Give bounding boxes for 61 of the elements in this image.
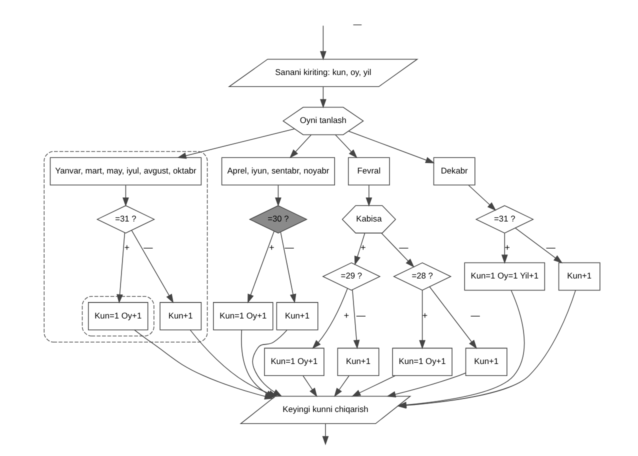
- edge-label: —: [356, 310, 366, 321]
- node-box: Kun+1: [558, 262, 600, 291]
- arrow: [501, 232, 508, 264]
- arrow: [322, 423, 329, 446]
- node-box: Aprel, iyun, sentabr, noyabr: [221, 157, 335, 186]
- edge-label: —: [399, 242, 408, 252]
- arrow: [381, 232, 414, 268]
- arrow: [302, 376, 318, 398]
- node-box: Kun=1 Oy+1: [88, 302, 148, 330]
- arrow: [248, 231, 274, 304]
- arrow: [351, 375, 396, 397]
- arrow: [334, 376, 350, 398]
- arrow: [116, 232, 126, 304]
- arrow: [320, 86, 326, 108]
- arrow: [122, 184, 129, 207]
- edge-label: +: [504, 242, 510, 252]
- node-box: Fevral: [348, 157, 390, 186]
- arrow: [320, 25, 326, 60]
- arrow: [354, 232, 366, 266]
- arrow: [177, 128, 295, 159]
- node-box: Kun=1 Oy+1: [392, 348, 452, 376]
- cluster: [82, 296, 154, 336]
- arrow: [312, 288, 348, 349]
- node-box: Kun=1 Oy=1 Yil+1: [464, 262, 546, 291]
- node-box: Kun+1: [160, 302, 202, 330]
- arrow: [386, 372, 466, 398]
- node-diamond: =30 ?: [248, 205, 308, 234]
- node-box: Yanvar, mart, may, iyul, avgust, oktabr: [50, 157, 202, 186]
- arrow: [429, 286, 478, 349]
- node-diamond: =28 ?: [392, 262, 452, 291]
- arrow: [241, 330, 275, 398]
- arrow: [352, 290, 360, 350]
- node-diamond: =31 ?: [96, 205, 156, 234]
- edge-label: +: [344, 310, 350, 321]
- arrow: [290, 134, 312, 158]
- node-box: Kun+1: [465, 348, 508, 376]
- node-box: Kun+1: [276, 302, 318, 330]
- node-box: Kun=1 Oy+1: [213, 302, 274, 330]
- arrow: [131, 230, 174, 304]
- arrow: [514, 228, 563, 264]
- arrow: [419, 290, 426, 350]
- edge-label: —: [284, 242, 294, 252]
- edge-label: +: [360, 242, 366, 252]
- edge-label: +: [422, 310, 428, 321]
- arrow: [366, 184, 372, 207]
- arrow: [335, 134, 358, 158]
- edge-label: —: [546, 242, 556, 252]
- label: —: [353, 19, 362, 30]
- arrow: [280, 232, 296, 304]
- arrow: [468, 184, 496, 211]
- node-box: Kun=1 Oy+1: [264, 348, 324, 376]
- node-diamond: =31 ?: [475, 205, 534, 234]
- node-diamond: =29 ?: [322, 262, 381, 291]
- arrow: [275, 184, 282, 207]
- edge-label: +: [269, 242, 274, 252]
- node-box: Dekabr: [433, 157, 476, 186]
- node-box: Kun+1: [337, 348, 380, 376]
- edge-label: —: [144, 242, 153, 252]
- edge-label: —: [470, 310, 480, 321]
- arrow: [348, 130, 435, 164]
- edge-label: +: [124, 242, 130, 252]
